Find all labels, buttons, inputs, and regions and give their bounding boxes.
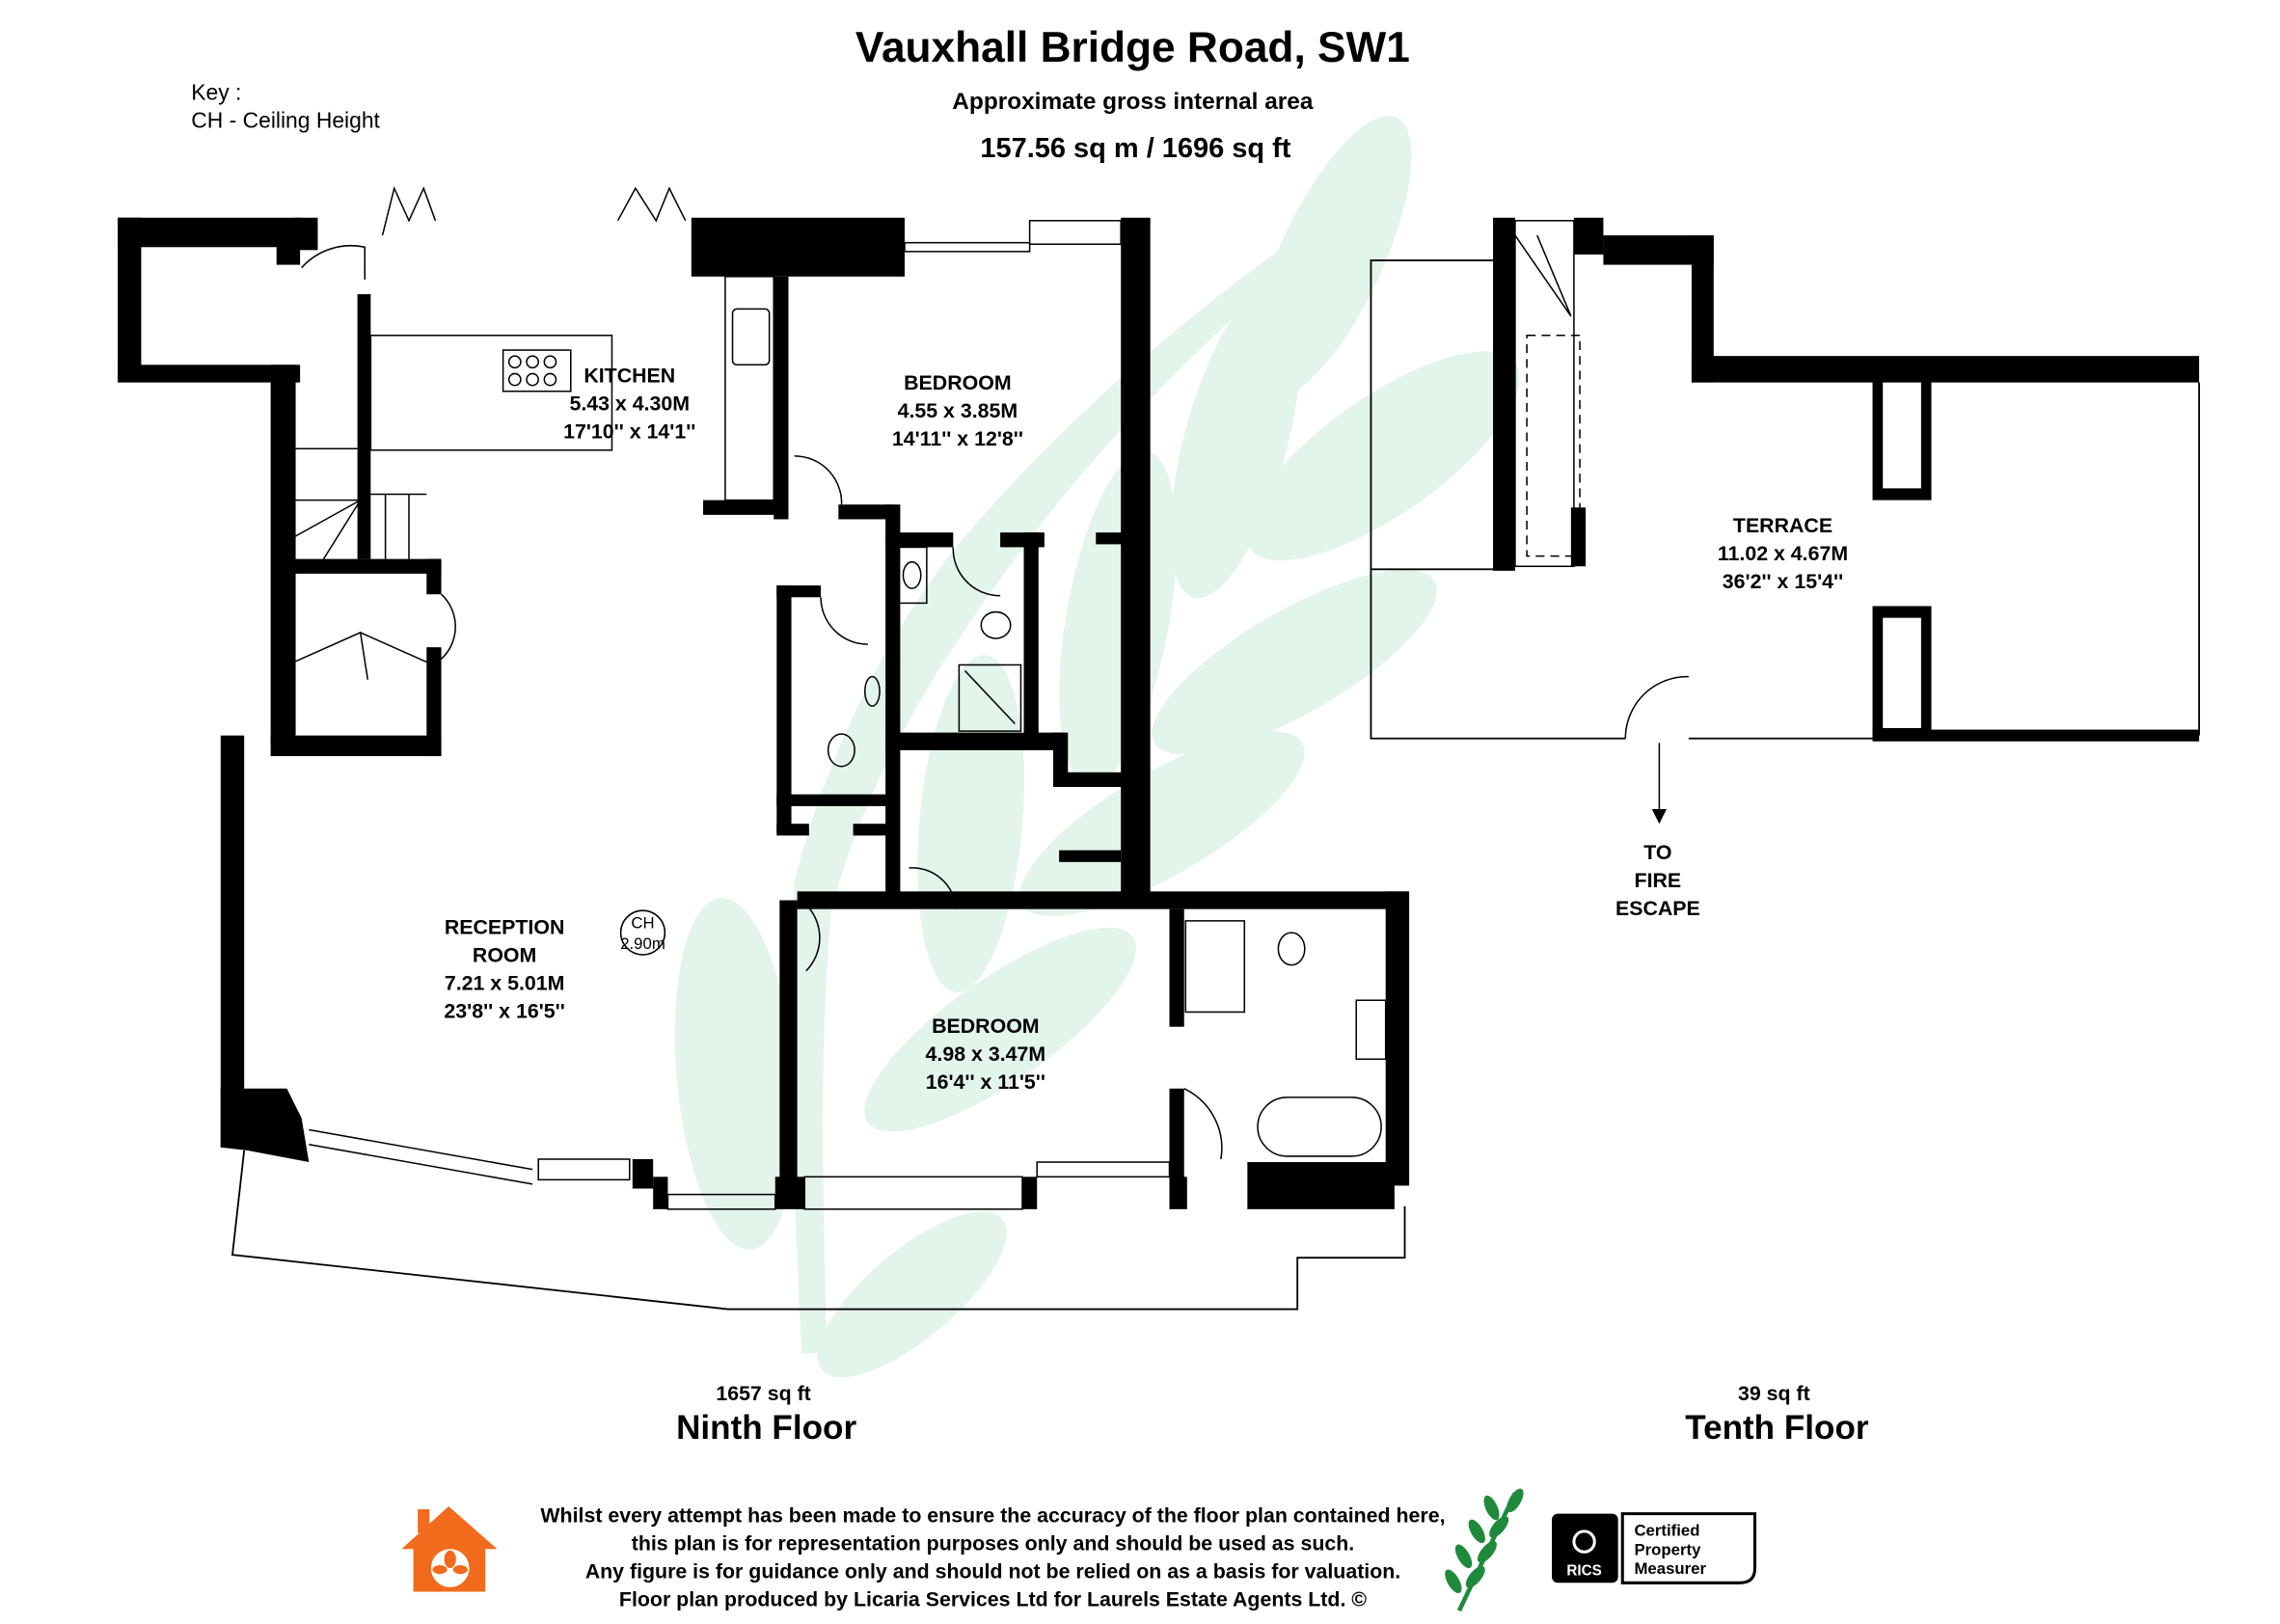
svg-text:RECEPTION: RECEPTION [445, 916, 565, 939]
svg-text:Floor plan produced by Licaria: Floor plan produced by Licaria Services … [619, 1588, 1367, 1611]
svg-text:4.98 x 3.47M: 4.98 x 3.47M [926, 1042, 1046, 1066]
svg-text:TERRACE: TERRACE [1733, 514, 1832, 537]
svg-text:2.90m: 2.90m [620, 934, 665, 953]
total-area: 157.56 sq m / 1696 sq ft [980, 133, 1290, 164]
svg-text:Any figure is for guidance onl: Any figure is for guidance only and shou… [585, 1560, 1401, 1583]
svg-text:FIRE: FIRE [1635, 869, 1682, 892]
shower-icon [1184, 920, 1246, 1014]
ceiling-height-marker: CH 2.90m [619, 909, 666, 956]
ninth-floor-fixtures [231, 185, 1406, 1311]
svg-text:Certified: Certified [1634, 1521, 1699, 1539]
svg-text:RICS: RICS [1566, 1563, 1601, 1580]
svg-text:11.02 x 4.67M: 11.02 x 4.67M [1718, 542, 1848, 565]
fire-escape-label: TO FIRE ESCAPE [1615, 841, 1700, 920]
tenth-floor-fixtures [1370, 220, 2201, 825]
room-label-kitchen: KITCHEN 5.43 x 4.30M 17'10'' x 14'1'' [563, 365, 695, 444]
svg-text:36'2'' x 15'4'': 36'2'' x 15'4'' [1723, 570, 1843, 593]
area-subtitle: Approximate gross internal area [952, 89, 1314, 115]
ninth-floor-title: Ninth Floor [676, 1409, 856, 1447]
ninth-floor-walls [118, 217, 1410, 1209]
svg-text:Measurer: Measurer [1634, 1559, 1706, 1578]
tenth-floor-title: Tenth Floor [1685, 1409, 1869, 1447]
tenth-floor-walls [1493, 217, 2200, 742]
svg-text:5.43 x 4.30M: 5.43 x 4.30M [569, 392, 690, 416]
svg-text:23'8'' x 16'5'': 23'8'' x 16'5'' [444, 1000, 564, 1023]
svg-text:BEDROOM: BEDROOM [904, 371, 1011, 394]
bath-icon [1257, 1096, 1382, 1157]
room-label-terrace: TERRACE 11.02 x 4.67M 36'2'' x 15'4'' [1718, 514, 1848, 593]
key-item-ceiling-height: CH - Ceiling Height [191, 108, 380, 133]
sink-icon [731, 308, 771, 366]
svg-text:7.21 x 5.01M: 7.21 x 5.01M [445, 972, 565, 995]
svg-text:4.55 x 3.85M: 4.55 x 3.85M [898, 399, 1018, 422]
svg-text:Whilst every attempt has been: Whilst every attempt has been made to en… [540, 1504, 1445, 1528]
disclaimer: Whilst every attempt has been made to en… [540, 1504, 1445, 1611]
svg-text:17'10'' x 14'1'': 17'10'' x 14'1'' [563, 420, 695, 444]
page-title: Vauxhall Bridge Road, SW1 [855, 24, 1410, 71]
ninth-floor-area: 1657 sq ft [716, 1382, 810, 1405]
room-label-bedroom-2: BEDROOM 4.98 x 3.47M 16'4'' x 11'5'' [926, 1015, 1046, 1094]
svg-text:this plan is for representatio: this plan is for representation purposes… [632, 1532, 1354, 1556]
toilet-icon [980, 610, 1012, 639]
svg-text:14'11'' x 12'8'': 14'11'' x 12'8'' [892, 427, 1023, 450]
house-leaf-logo-icon [401, 1505, 498, 1592]
hob-icon [502, 349, 572, 392]
svg-text:Property: Property [1634, 1540, 1701, 1558]
svg-text:ROOM: ROOM [473, 944, 536, 967]
room-label-bedroom-1: BEDROOM 4.55 x 3.85M 14'11'' x 12'8'' [892, 371, 1023, 450]
shower-icon [958, 663, 1022, 732]
rics-certified-badge: RICS Certified Property Measurer [1552, 1512, 1757, 1584]
toilet-icon [1277, 932, 1306, 966]
leaf-branch-icon [1445, 1488, 1524, 1612]
svg-text:16'4'' x 11'5'': 16'4'' x 11'5'' [926, 1070, 1045, 1094]
tenth-floor-area: 39 sq ft [1738, 1382, 1810, 1405]
svg-text:TO: TO [1643, 841, 1671, 864]
svg-text:KITCHEN: KITCHEN [584, 365, 675, 388]
room-label-reception: RECEPTION ROOM 7.21 x 5.01M 23'8'' x 16'… [444, 916, 564, 1023]
svg-text:ESCAPE: ESCAPE [1615, 897, 1700, 920]
key-heading: Key : [191, 80, 241, 105]
svg-text:BEDROOM: BEDROOM [932, 1015, 1039, 1038]
svg-text:CH: CH [631, 914, 654, 933]
